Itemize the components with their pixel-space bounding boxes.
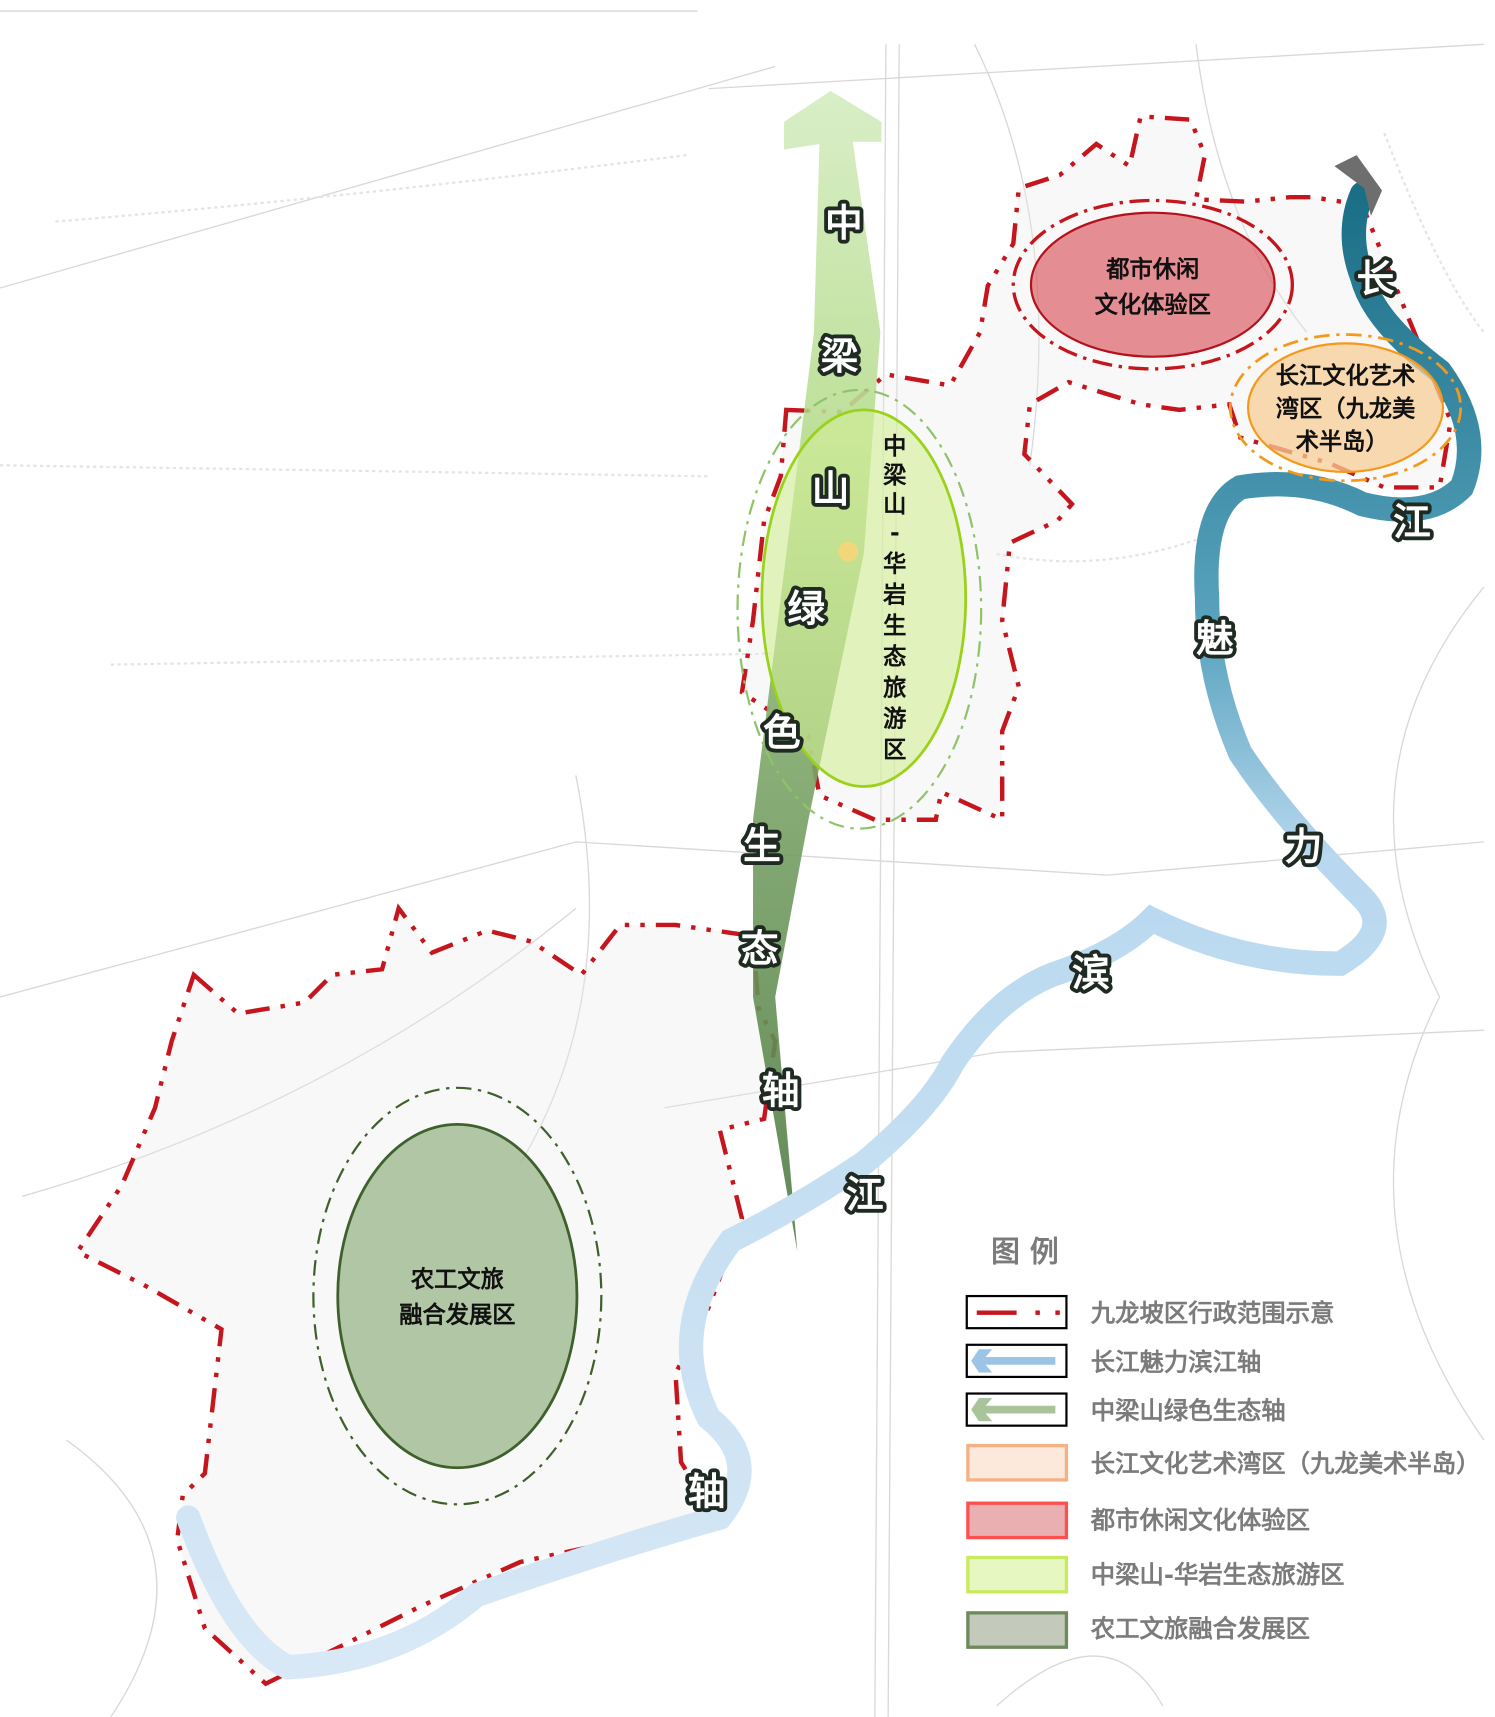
background-roads: [0, 10, 1485, 1717]
agri-zone-label-1: 农工文旅: [410, 1266, 505, 1293]
lightgreen-swatch-icon: [966, 1555, 1069, 1594]
river-axis-char: 力: [1285, 825, 1323, 869]
green-axis-char: 中: [825, 201, 863, 245]
eco-char: 游: [883, 706, 906, 733]
legend-label: 九龙坡区行政范围示意: [1090, 1299, 1335, 1328]
agri-tourism-zone: 农工文旅 融合发展区: [312, 1086, 603, 1506]
art-bay-label-1: 长江文化艺术: [1276, 362, 1416, 389]
eco-char: 山: [883, 491, 906, 518]
river-axis-char: 轴: [688, 1469, 726, 1513]
eco-char: 岩: [882, 582, 906, 609]
green-axis-char: 生: [743, 823, 781, 867]
river-axis: [176, 181, 1482, 1680]
river-arrow-head: [1334, 155, 1383, 217]
urban-zone-label-2: 文化体验区: [1095, 291, 1211, 318]
green-axis-char: 梁: [821, 334, 859, 378]
eco-tourism-zone: 中 梁 山 - 华 岩 生 态 旅 游 区: [736, 388, 983, 830]
legend-label: 长江文化艺术湾区（九龙美术半岛）: [1091, 1449, 1481, 1478]
darkgreen-swatch-icon: [966, 1611, 1069, 1649]
green-axis-char: 态: [741, 927, 779, 971]
river-axis-char: 魅: [1196, 616, 1234, 660]
art-bay-label-2: 湾区（九龙美: [1276, 396, 1416, 423]
green-axis-char: 山: [812, 467, 850, 511]
green-axis-char: 轴: [762, 1068, 800, 1112]
eco-zone-vertical-label: 中 梁 山 - 华 岩 生 态 旅 游 区: [882, 433, 907, 764]
legend-title: 图 例: [991, 1235, 1059, 1269]
agri-zone-label-2: 融合发展区: [399, 1302, 515, 1329]
legend-label: 中梁山绿色生态轴: [1091, 1396, 1286, 1425]
eco-char: 中: [883, 433, 906, 460]
green-axis-char: 色: [763, 711, 801, 755]
legend-label: 农工文旅融合发展区: [1090, 1614, 1310, 1643]
river-axis-char: 长: [1357, 256, 1395, 300]
eco-char: 生: [883, 613, 906, 640]
eco-char: 旅: [883, 675, 907, 702]
art-bay-zone: 长江文化艺术 湾区（九龙美 术半岛）: [1228, 333, 1463, 483]
green-axis-labels: 中 梁 山 绿 色 生 态 轴: [737, 197, 867, 1116]
eco-char: 态: [883, 644, 907, 671]
green-axis-char: 绿: [787, 586, 825, 630]
art-bay-label-3: 术半岛）: [1296, 429, 1389, 456]
eco-char: 华: [883, 551, 906, 578]
red-swatch-icon: [966, 1501, 1069, 1540]
legend: 图 例 九龙坡区行政范围示意 长江魅力滨江轴 中梁山绿色生态轴 长江文化艺术湾区…: [965, 1235, 1481, 1649]
river-axis-char: 江: [1393, 500, 1431, 544]
orange-swatch-icon: [966, 1443, 1069, 1482]
legend-label: 中梁山-华岩生态旅游区: [1091, 1560, 1345, 1589]
eco-char: 区: [883, 737, 906, 764]
urban-leisure-zone: 都市休闲 文化体验区: [1011, 198, 1295, 371]
legend-label: 都市休闲文化体验区: [1090, 1506, 1310, 1535]
river-axis-labels: 长 江 魅 力 滨 江 轴: [684, 252, 1435, 1517]
river-axis-char: 江: [846, 1172, 884, 1216]
urban-zone-label-1: 都市休闲: [1105, 256, 1199, 283]
eco-char: -: [890, 520, 900, 547]
eco-char: 梁: [882, 462, 907, 489]
river-axis-char: 滨: [1072, 951, 1110, 995]
legend-label: 长江魅力滨江轴: [1091, 1347, 1262, 1376]
